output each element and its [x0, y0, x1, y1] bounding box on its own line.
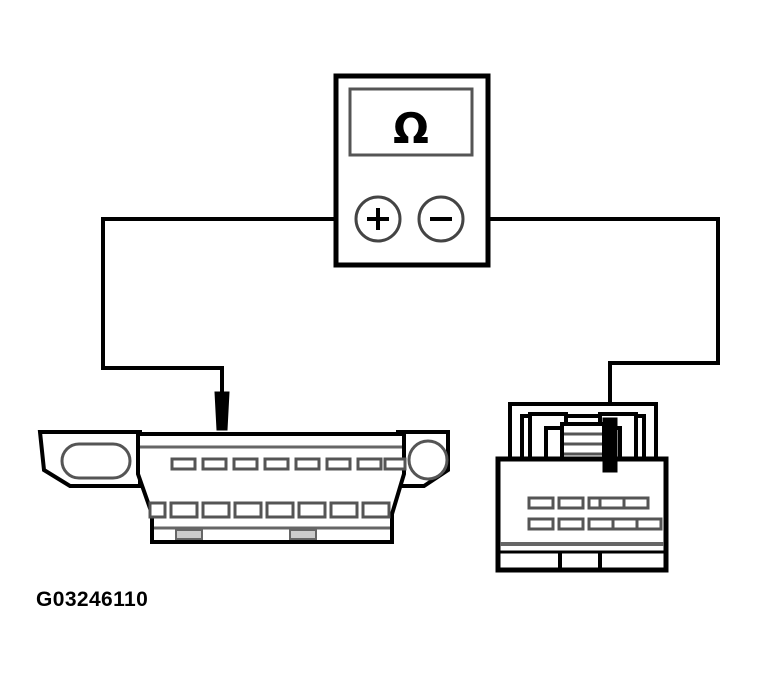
harness-pin-row-top — [527, 496, 650, 510]
meter-positive-terminal[interactable] — [354, 195, 402, 243]
ohm-symbol: Ω — [393, 104, 429, 153]
harness-pin-row-bottom — [527, 517, 663, 531]
dlc-pin — [383, 457, 407, 471]
dlc-pin — [201, 457, 228, 471]
harness-pin — [622, 496, 650, 510]
positive-lead-wire — [101, 217, 340, 404]
dlc-notch — [175, 529, 203, 540]
harness-pin — [557, 496, 585, 510]
dlc-pin — [169, 501, 199, 519]
dlc-pin — [297, 501, 327, 519]
meter-display-screen — [348, 87, 474, 157]
harness-pin — [587, 517, 615, 531]
harness-pin — [557, 517, 585, 531]
dlc-pin — [361, 501, 391, 519]
dlc-connector[interactable] — [37, 430, 450, 544]
dlc-pin — [232, 457, 259, 471]
dlc-pin — [356, 457, 383, 471]
ohmmeter[interactable]: Ω — [333, 73, 491, 268]
right-mounting-hole — [407, 439, 449, 481]
dlc-pin — [294, 457, 321, 471]
dlc-pin — [329, 501, 359, 519]
harness-foot-divider — [558, 552, 602, 570]
harness-pin — [527, 517, 555, 531]
dlc-pin — [265, 501, 295, 519]
dlc-pin — [170, 457, 197, 471]
harness-probe-tip — [602, 417, 618, 473]
left-mounting-slot — [60, 442, 132, 480]
dlc-pin — [263, 457, 290, 471]
meter-negative-terminal[interactable] — [417, 195, 465, 243]
dlc-probe-tip — [214, 391, 230, 431]
dlc-pin-row-bottom — [148, 501, 391, 519]
harness-connector[interactable] — [495, 402, 669, 573]
harness-pin — [598, 496, 626, 510]
dlc-pin — [325, 457, 352, 471]
wire-group — [101, 217, 720, 410]
negative-lead-wire — [484, 217, 720, 410]
dlc-pin — [148, 501, 167, 519]
dlc-shell — [136, 432, 406, 544]
dlc-pin — [201, 501, 231, 519]
harness-pin — [527, 496, 555, 510]
harness-lock-ribs — [564, 432, 602, 456]
dlc-pin-row-top — [170, 457, 407, 471]
dlc-bottom-notches — [175, 529, 317, 540]
dlc-pin — [233, 501, 263, 519]
figure-label: G03246110 — [36, 588, 149, 611]
harness-pin — [611, 517, 639, 531]
harness-pin — [635, 517, 663, 531]
dlc-notch — [289, 529, 317, 540]
